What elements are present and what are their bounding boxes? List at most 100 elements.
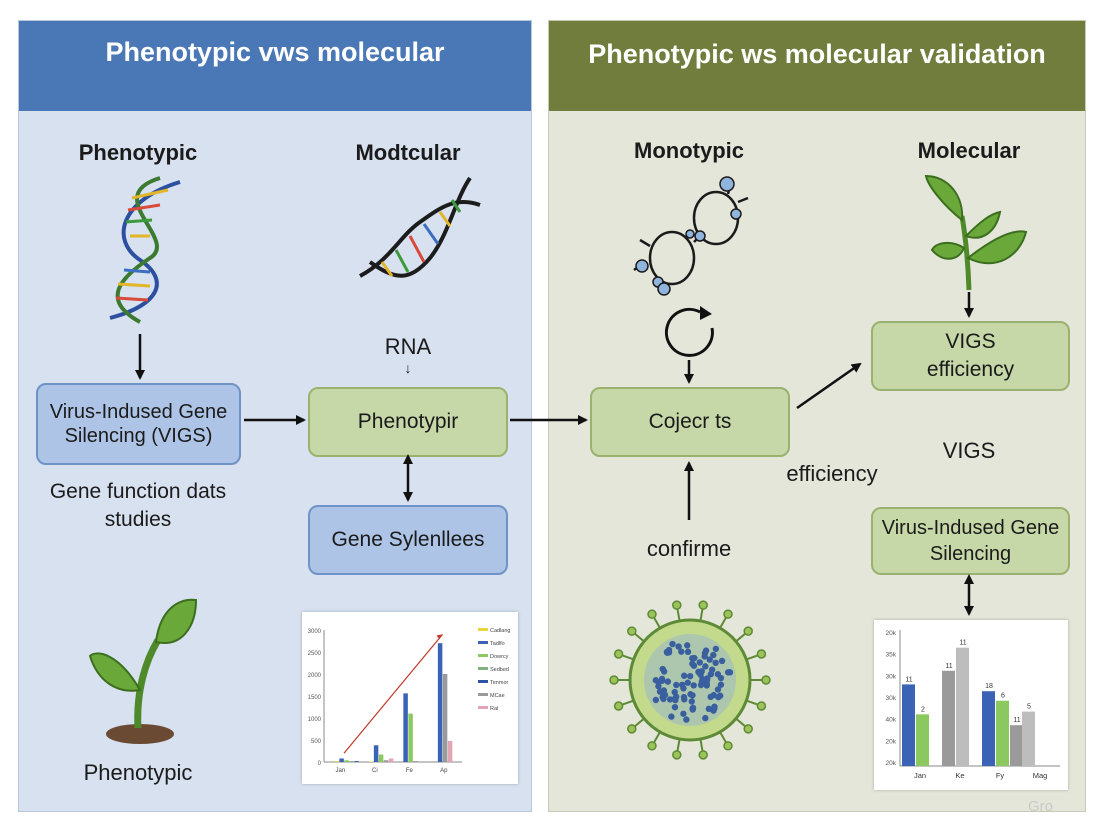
- chart1-bar: [413, 761, 418, 762]
- chart-right-svg: 20k35k30k30k40k20k20k112Jan1111Ke18611Fy…: [886, 630, 1060, 780]
- molecular-right-title: Molecular: [917, 138, 1021, 163]
- chart1-bar: [442, 674, 448, 762]
- chart1-ytick-label: 500: [311, 739, 322, 745]
- chart1-xtick-label: Fe: [406, 768, 414, 774]
- chart2-data-label: 11: [905, 676, 912, 683]
- arrow-collect-to-vigs-eff: [796, 362, 862, 410]
- vigs-box-label: Virus-Indused Gene Silencing (VIGS): [49, 401, 228, 447]
- chart1-legend-label: Sedbed: [490, 667, 509, 673]
- efficiency-label: efficiency: [786, 461, 878, 486]
- chart2-data-label: 2: [921, 706, 925, 713]
- chart1-trend-line: [343, 634, 443, 754]
- chart2-ytick-label: 20k: [886, 630, 897, 637]
- chart1-legend-swatch: [478, 667, 488, 670]
- chart2-bar: [942, 670, 955, 766]
- chart1-legend-swatch: [478, 693, 488, 696]
- vigs-box: Virus-Indused Gene Silencing (VIGS): [36, 383, 241, 465]
- chart1-bar: [339, 758, 344, 762]
- chart1-legend-label: Tenmor: [490, 680, 509, 686]
- chart1-ytick-label: 0: [318, 761, 322, 767]
- gene-silence-box: Gene Sylenllees: [308, 505, 508, 575]
- vigs-efficiency-box-label: VIGS efficiency: [926, 330, 1015, 381]
- chart2-ytick-label: 30k: [886, 695, 897, 702]
- chart1-bar: [334, 761, 339, 762]
- chart1-xtick-label: Ap: [440, 768, 448, 774]
- dna-helix-icon: [109, 176, 181, 324]
- vigs-efficiency-box: VIGS efficiency: [871, 321, 1070, 391]
- chart1-xtick-label: Ci: [372, 768, 378, 774]
- left-panel-header: Phenotypic vws molecular: [19, 21, 531, 111]
- plant-icon: [924, 174, 1028, 291]
- chart1-legend-swatch: [478, 706, 488, 709]
- chart1-ytick-label: 1500: [308, 695, 322, 701]
- chart1-ytick-label: 3000: [308, 629, 322, 635]
- virus-induced-box: Virus-Indused Gene Silencing: [871, 507, 1070, 575]
- chart2-ytick-label: 40k: [886, 717, 897, 724]
- chart2-bar: [982, 691, 995, 766]
- chart1-legend-label: Dowrcy: [490, 654, 509, 660]
- chart2-xtick-label: Jan: [914, 771, 926, 780]
- collect-box-label: Cojecr ts: [648, 410, 732, 433]
- chart1-bar: [378, 754, 384, 762]
- chart2-ytick-label: 20k: [886, 738, 897, 745]
- chart2-xtick-label: Mag: [1033, 771, 1048, 780]
- sprout-icon: [88, 598, 198, 744]
- chart1-bar: [373, 745, 379, 762]
- chart1-trend-arrowhead: [436, 634, 443, 640]
- chart1-xtick-label: Jan: [336, 768, 346, 774]
- chart2-data-label: 18: [985, 683, 993, 690]
- confirme-label: confirme: [646, 536, 732, 561]
- chart2-xtick-label: Fy: [996, 771, 1005, 780]
- right-panel-header: Phenotypic ws molecular validation: [549, 21, 1085, 111]
- chart2-ytick-label: 30k: [886, 673, 897, 680]
- chart1-bar: [388, 758, 394, 762]
- molecule-dots-icon: [635, 176, 742, 296]
- chart1-legend-swatch: [478, 628, 488, 631]
- chart1-legend-label: Cadlang: [490, 628, 511, 634]
- gene-function-label: Gene function dats studies: [49, 480, 227, 531]
- vigs-label: VIGS: [942, 438, 996, 463]
- chart1-bar: [383, 760, 389, 762]
- chart1-ytick-label: 2000: [308, 673, 322, 679]
- virus-induced-box-label: Virus-Indused Gene Silencing: [881, 517, 1060, 565]
- chart2-ytick-label: 35k: [886, 652, 897, 659]
- chart1-legend-swatch: [478, 641, 488, 644]
- chart1-bar: [437, 643, 443, 762]
- chart1-bar: [403, 693, 408, 762]
- chart1-bar: [408, 713, 413, 762]
- rna-label: RNA: [384, 334, 432, 359]
- gene-silence-box-label: Gene Sylenllees: [331, 528, 485, 551]
- chart2-data-label: 11: [959, 640, 966, 647]
- chart2-data-label: 11: [945, 663, 952, 670]
- chart2-bar: [1022, 711, 1035, 766]
- chart1-legend-label: Ral: [490, 706, 498, 712]
- collect-box: Cojecr ts: [590, 387, 790, 457]
- chart2-bar: [1010, 725, 1023, 766]
- dna-helix-icon-2: [359, 176, 481, 278]
- chart1-bar: [349, 761, 354, 762]
- cycle-icon: [664, 306, 714, 357]
- chart1-legend-swatch: [478, 680, 488, 683]
- phenotypic-title: Phenotypic: [78, 140, 198, 165]
- chart1-legend-label: Tadlfo: [490, 641, 505, 647]
- chart1-bar: [344, 760, 349, 762]
- chart2-bar: [956, 647, 969, 766]
- chart2-data-label: 11: [1013, 717, 1020, 724]
- chart1-ytick-label: 1000: [308, 717, 322, 723]
- chart1-bar: [447, 740, 453, 762]
- arrows: [135, 292, 974, 616]
- virus-icon: [609, 600, 771, 760]
- chart2-xtick-label: Ke: [955, 771, 964, 780]
- chart1-legend-swatch: [478, 654, 488, 657]
- rna-small-arrow: ↓: [404, 360, 412, 376]
- chart2-bar: [996, 700, 1009, 766]
- monotypic-title: Monotypic: [634, 138, 744, 163]
- chart1-ytick-label: 2500: [308, 651, 322, 657]
- watermark-text: Gro: [1028, 798, 1054, 815]
- chart2-bar: [902, 684, 915, 766]
- chart2-ytick-label: 20k: [886, 760, 897, 767]
